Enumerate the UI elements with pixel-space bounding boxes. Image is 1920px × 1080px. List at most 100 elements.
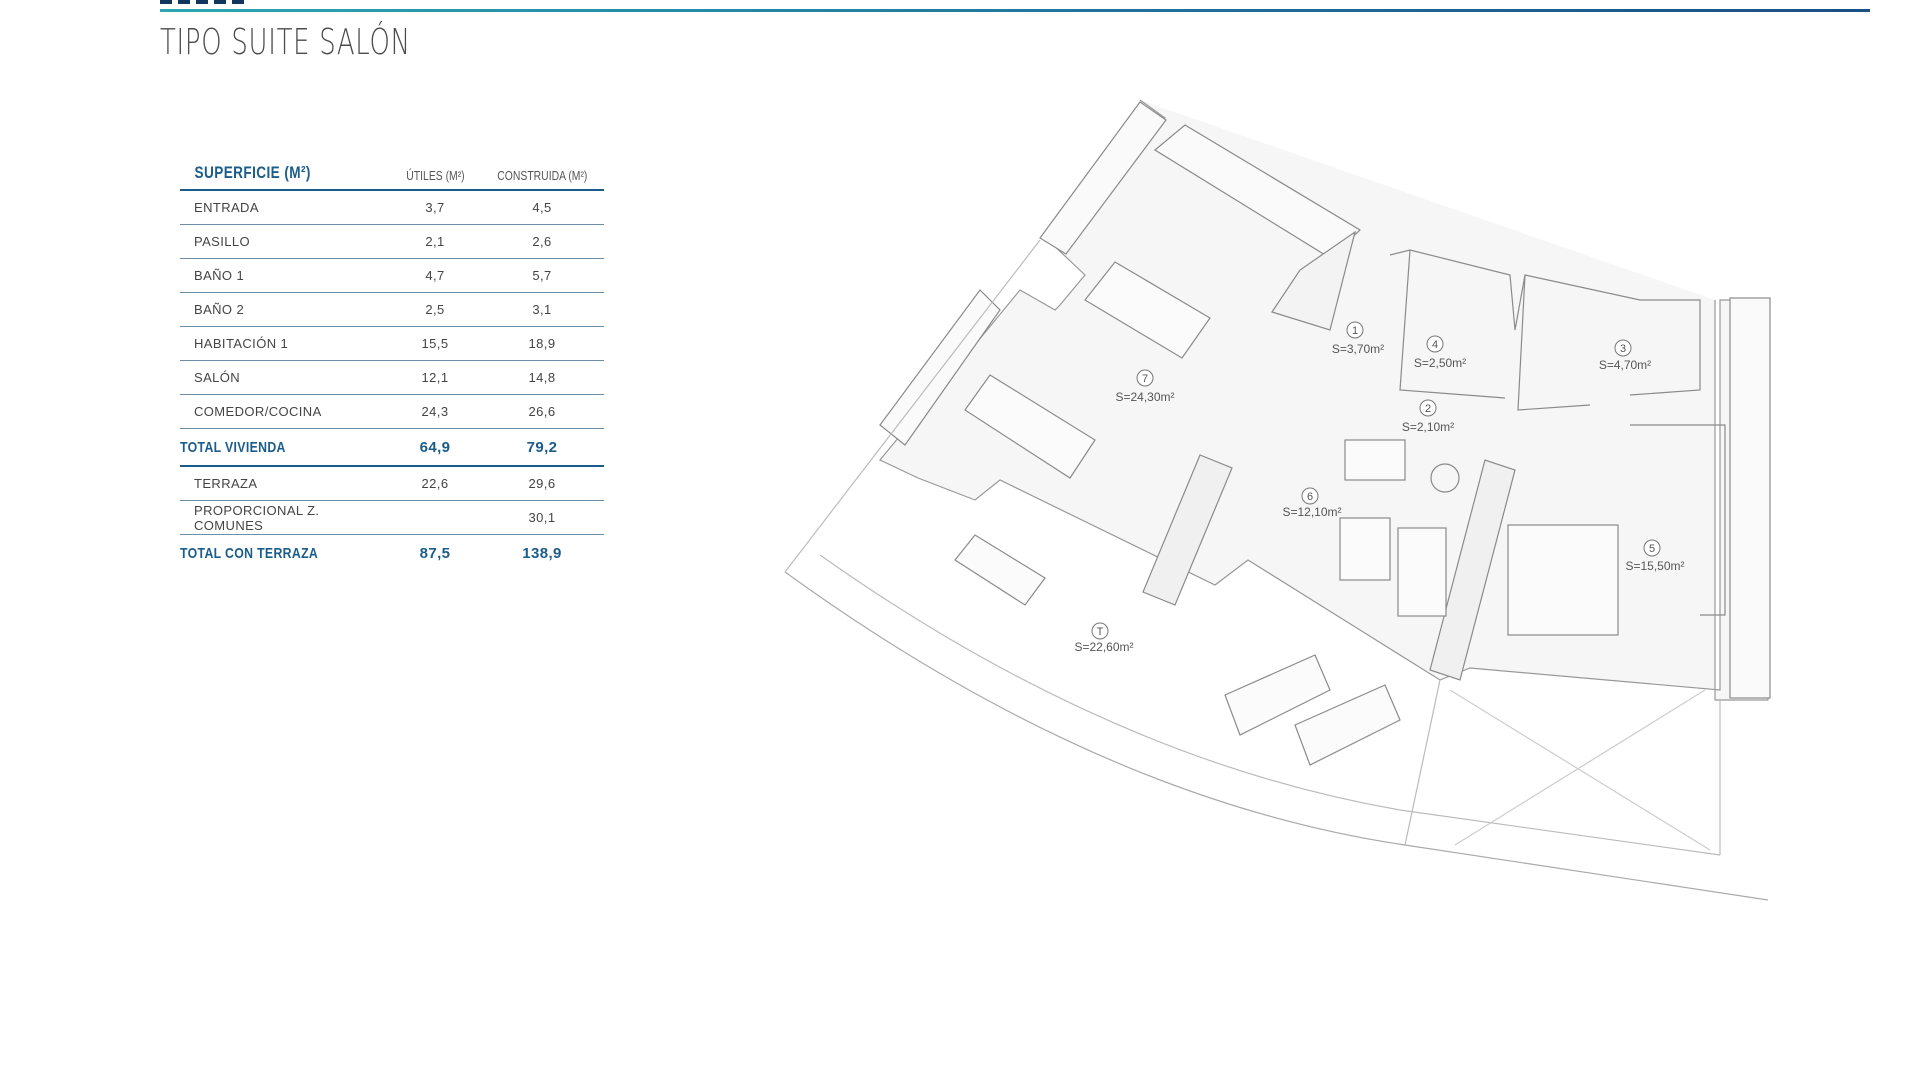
svg-text:7: 7 [1142,373,1148,385]
svg-text:S=24,30m²: S=24,30m² [1115,390,1174,404]
svg-text:S=2,50m²: S=2,50m² [1414,356,1466,370]
col-header-utiles: ÚTILES (M²) [390,155,480,191]
room-markers: 1 S=3,70m² 4 S=2,50m² 3 S=4,70m² 2 S=2,1… [1074,321,1685,654]
terrace-inner-edge [819,554,1721,856]
svg-text:T: T [1097,626,1104,638]
table-row: TERRAZA 22,6 29,6 [180,466,604,501]
col-header-construida: CONSTRUIDA (M²) [480,155,604,191]
row-construida: 4,5 [480,190,604,225]
partition-wall [1142,454,1233,606]
row-utiles: 4,7 [390,258,480,293]
row-label: COMEDOR/COCINA [180,394,390,429]
terrace-side [784,239,1041,573]
row-label: BAÑO 1 [180,258,390,293]
wall-block [1271,230,1356,331]
total-terraza-row: TOTAL CON TERRAZA 87,5 138,9 [180,535,604,572]
row-label: SALÓN [180,360,390,395]
total-terraza-construida: 138,9 [522,544,562,562]
terrace-hatch [1449,689,1711,851]
armchair [1339,517,1391,581]
room-marker-7: 7 S=24,30m² [1115,369,1175,404]
window-wall [879,289,1001,446]
room-marker-3: 3 S=4,70m² [1599,339,1651,372]
total-vivienda-construida: 79,2 [480,428,604,467]
total-vivienda-label: TOTAL VIVIENDA [180,428,390,467]
header-rule [160,9,1870,12]
row-construida: 2,6 [480,224,604,259]
svg-text:2: 2 [1425,403,1431,415]
surface-table: SUPERFICIE (M²) ÚTILES (M²) CONSTRUIDA (… [180,155,604,571]
svg-text:4: 4 [1432,339,1438,351]
svg-text:1: 1 [1352,325,1358,337]
svg-text:S=3,70m²: S=3,70m² [1332,342,1384,356]
table-row: HABITACIÓN 1 15,5 18,9 [180,326,604,361]
row-utiles: 15,5 [390,326,480,361]
kitchen-island [1084,261,1211,359]
row-label: BAÑO 2 [180,292,390,327]
wall-block [1153,124,1361,259]
row-construida: 26,6 [480,394,604,429]
bathroom-walls [1399,249,1506,399]
table-row: COMEDOR/COCINA 24,3 26,6 [180,394,604,429]
row-label: PASILLO [180,224,390,259]
terrace-divider [1404,679,1441,846]
bathroom-walls [1517,274,1591,411]
table-row: BAÑO 1 4,7 5,7 [180,258,604,293]
room-marker-6: 6 S=12,10m² [1282,487,1342,519]
page-title: TIPO SUITE SALÓN [160,22,411,63]
row-utiles: 22,6 [390,466,480,501]
table-row: ENTRADA 3,7 4,5 [180,190,604,225]
total-vivienda-utiles: 64,9 [390,428,480,467]
row-construida: 18,9 [480,326,604,361]
svg-text:S=22,60m²: S=22,60m² [1074,640,1133,654]
svg-text:6: 6 [1307,491,1313,503]
row-utiles: 12,1 [390,360,480,395]
table-row: PASILLO 2,1 2,6 [180,224,604,259]
row-utiles: 2,5 [390,292,480,327]
table-row: SALÓN 12,1 14,8 [180,360,604,395]
terrace-hatch [1454,689,1706,846]
row-label: HABITACIÓN 1 [180,326,390,361]
row-construida: 14,8 [480,360,604,395]
table-row: BAÑO 2 2,5 3,1 [180,292,604,327]
svg-text:3: 3 [1620,343,1626,355]
row-construida: 3,1 [480,292,604,327]
row-label: TERRAZA [180,466,390,501]
bedroom-wall [1630,424,1726,616]
wall-block [1039,101,1167,255]
table-title: SUPERFICIE (M²) [180,155,390,191]
sun-lounger [1294,684,1401,766]
sofa [1344,439,1406,481]
room-marker-2: 2 S=2,10m² [1402,399,1454,434]
svg-text:S=15,50m²: S=15,50m² [1625,559,1684,573]
row-label: PROPORCIONAL Z. COMUNES [180,500,390,535]
row-construida: 29,6 [480,466,604,501]
bed [1507,524,1619,636]
plant [1430,463,1460,493]
total-vivienda-row: TOTAL VIVIENDA 64,9 79,2 [180,428,604,467]
cropped-heading-fragment [160,0,280,4]
facade-wall [1729,297,1771,699]
svg-text:S=4,70m²: S=4,70m² [1599,358,1651,372]
row-construida: 30,1 [480,500,604,535]
terrace-table [954,534,1046,606]
row-utiles: 24,3 [390,394,480,429]
room-marker-5: 5 S=15,50m² [1625,539,1685,573]
room-marker-4: 4 S=2,50m² [1414,335,1466,370]
row-utiles: 2,1 [390,224,480,259]
sun-lounger [1224,654,1331,736]
dining-table [964,374,1096,479]
svg-text:S=12,10m²: S=12,10m² [1282,505,1341,519]
table-header-row: SUPERFICIE (M²) ÚTILES (M²) CONSTRUIDA (… [180,155,604,191]
svg-text:5: 5 [1649,543,1655,555]
table-row: PROPORCIONAL Z. COMUNES 30,1 [180,500,604,535]
room-marker-1: 1 S=3,70m² [1332,321,1384,356]
row-construida: 5,7 [480,258,604,293]
terrace-edge [784,571,1769,901]
room-marker-terrace: T S=22,60m² [1074,622,1134,654]
total-terraza-label: TOTAL CON TERRAZA [180,544,319,562]
svg-text:S=2,10m²: S=2,10m² [1402,420,1454,434]
partition-wall [1429,459,1516,681]
row-utiles: 3,7 [390,190,480,225]
